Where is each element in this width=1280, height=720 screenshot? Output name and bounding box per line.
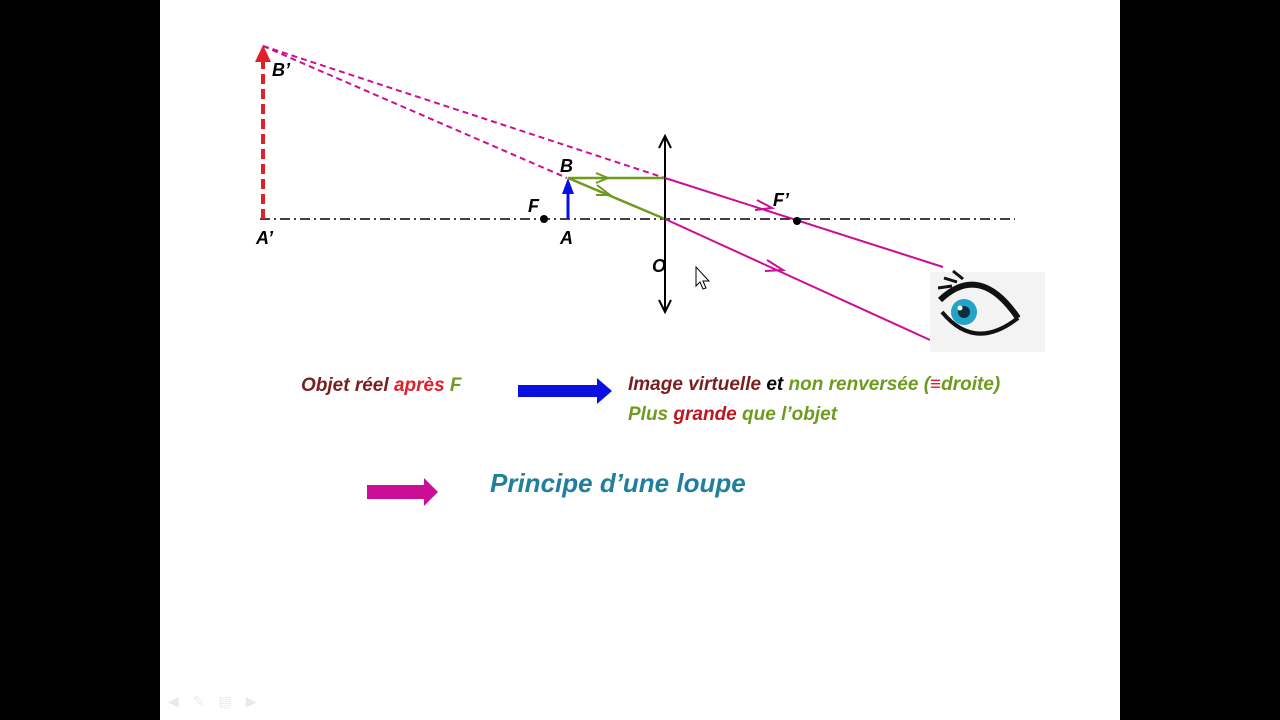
image-statement: Image virtuelle et non renversée (≡droit…	[628, 374, 1000, 396]
object-statement: Objet réel après F	[301, 375, 462, 397]
slideshow-nav[interactable]: ◀ ✎ ▤ ▶	[168, 694, 257, 710]
label-f-prime: F’	[773, 190, 790, 210]
principle-title: Principe d’une loupe	[490, 468, 746, 498]
label-f: F	[528, 196, 540, 216]
text-non-renversee: non renversée (	[788, 374, 931, 395]
label-o: O	[652, 256, 666, 276]
virtual-ray-1	[262, 45, 666, 179]
incident-ray-parallel-arrow	[595, 172, 611, 184]
menu-icon[interactable]: ▤	[218, 694, 232, 710]
focal-point-f-prime	[793, 217, 801, 225]
focal-point-f	[540, 215, 548, 223]
text-plus: Plus	[628, 404, 669, 425]
label-a: A	[559, 228, 573, 248]
incident-ray-center-arrow	[596, 184, 613, 196]
text-image-virtuelle: Image virtuelle	[628, 374, 762, 395]
text-que-objet: que l’objet	[742, 404, 838, 425]
prev-slide-icon[interactable]: ◀	[168, 694, 179, 710]
eye-icon	[930, 269, 1045, 352]
text-apres: après	[393, 375, 445, 396]
next-slide-icon[interactable]: ▶	[245, 694, 257, 710]
mouse-cursor-icon	[695, 265, 711, 290]
text-droite: droite)	[941, 374, 1001, 395]
magenta-implication-arrow	[367, 478, 438, 506]
text-objet-reel: Objet réel	[301, 375, 389, 396]
virtual-image-arrowhead	[255, 45, 271, 62]
emergent-ray-1	[664, 177, 944, 268]
label-b-prime: B’	[272, 60, 291, 80]
text-f: F	[449, 375, 462, 396]
lens-top-arrowhead	[658, 133, 672, 149]
text-et: et	[766, 374, 784, 395]
object-arrowhead	[562, 178, 574, 194]
emergent-ray-2	[664, 218, 931, 341]
text-grande: grande	[673, 404, 737, 425]
pen-icon[interactable]: ✎	[192, 694, 205, 710]
emergent-ray-2-arrow	[764, 259, 787, 272]
virtual-ray-2	[262, 45, 568, 179]
blue-implication-arrow	[518, 378, 612, 404]
size-statement: Plus grande que l’objet	[628, 404, 837, 426]
label-a-prime: A’	[255, 228, 274, 248]
label-b: B	[560, 156, 573, 176]
lens-bottom-arrowhead	[658, 299, 672, 315]
text-equiv: ≡	[930, 374, 942, 395]
emergent-ray-1-arrow	[754, 199, 776, 211]
slide: B’ A’ B A F F’ O Objet réel après F Imag…	[160, 0, 1120, 720]
lens-diagram: B’ A’ B A F F’ O	[255, 45, 1045, 506]
incident-ray-center	[567, 176, 666, 221]
